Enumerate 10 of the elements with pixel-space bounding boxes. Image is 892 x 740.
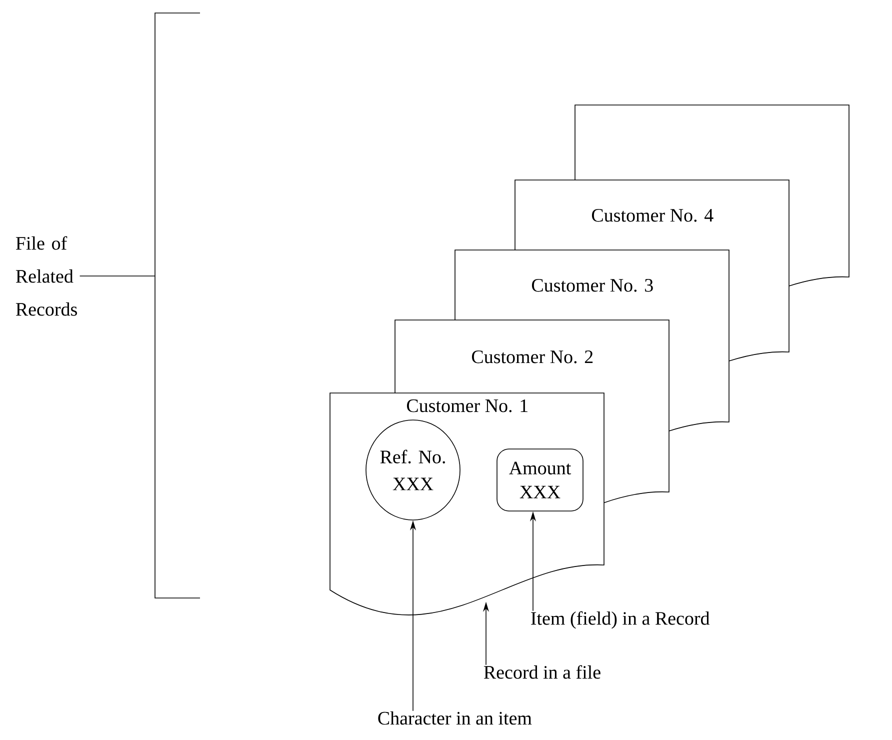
- field-oval: Ref. No. XXX: [366, 420, 460, 520]
- card-heading: Customer No. 3: [454, 250, 730, 320]
- card-heading: Customer No. 4: [514, 180, 790, 250]
- callout-text: Character in an item: [378, 711, 532, 725]
- field-box: Amount XXX: [496, 448, 584, 512]
- bracket-label: File of Related Records: [16, 236, 77, 316]
- bracket: [154, 12, 200, 598]
- callout-text: Record in a file: [484, 665, 600, 679]
- card-heading: Customer No. 2: [394, 320, 670, 394]
- card-heading: [574, 104, 850, 180]
